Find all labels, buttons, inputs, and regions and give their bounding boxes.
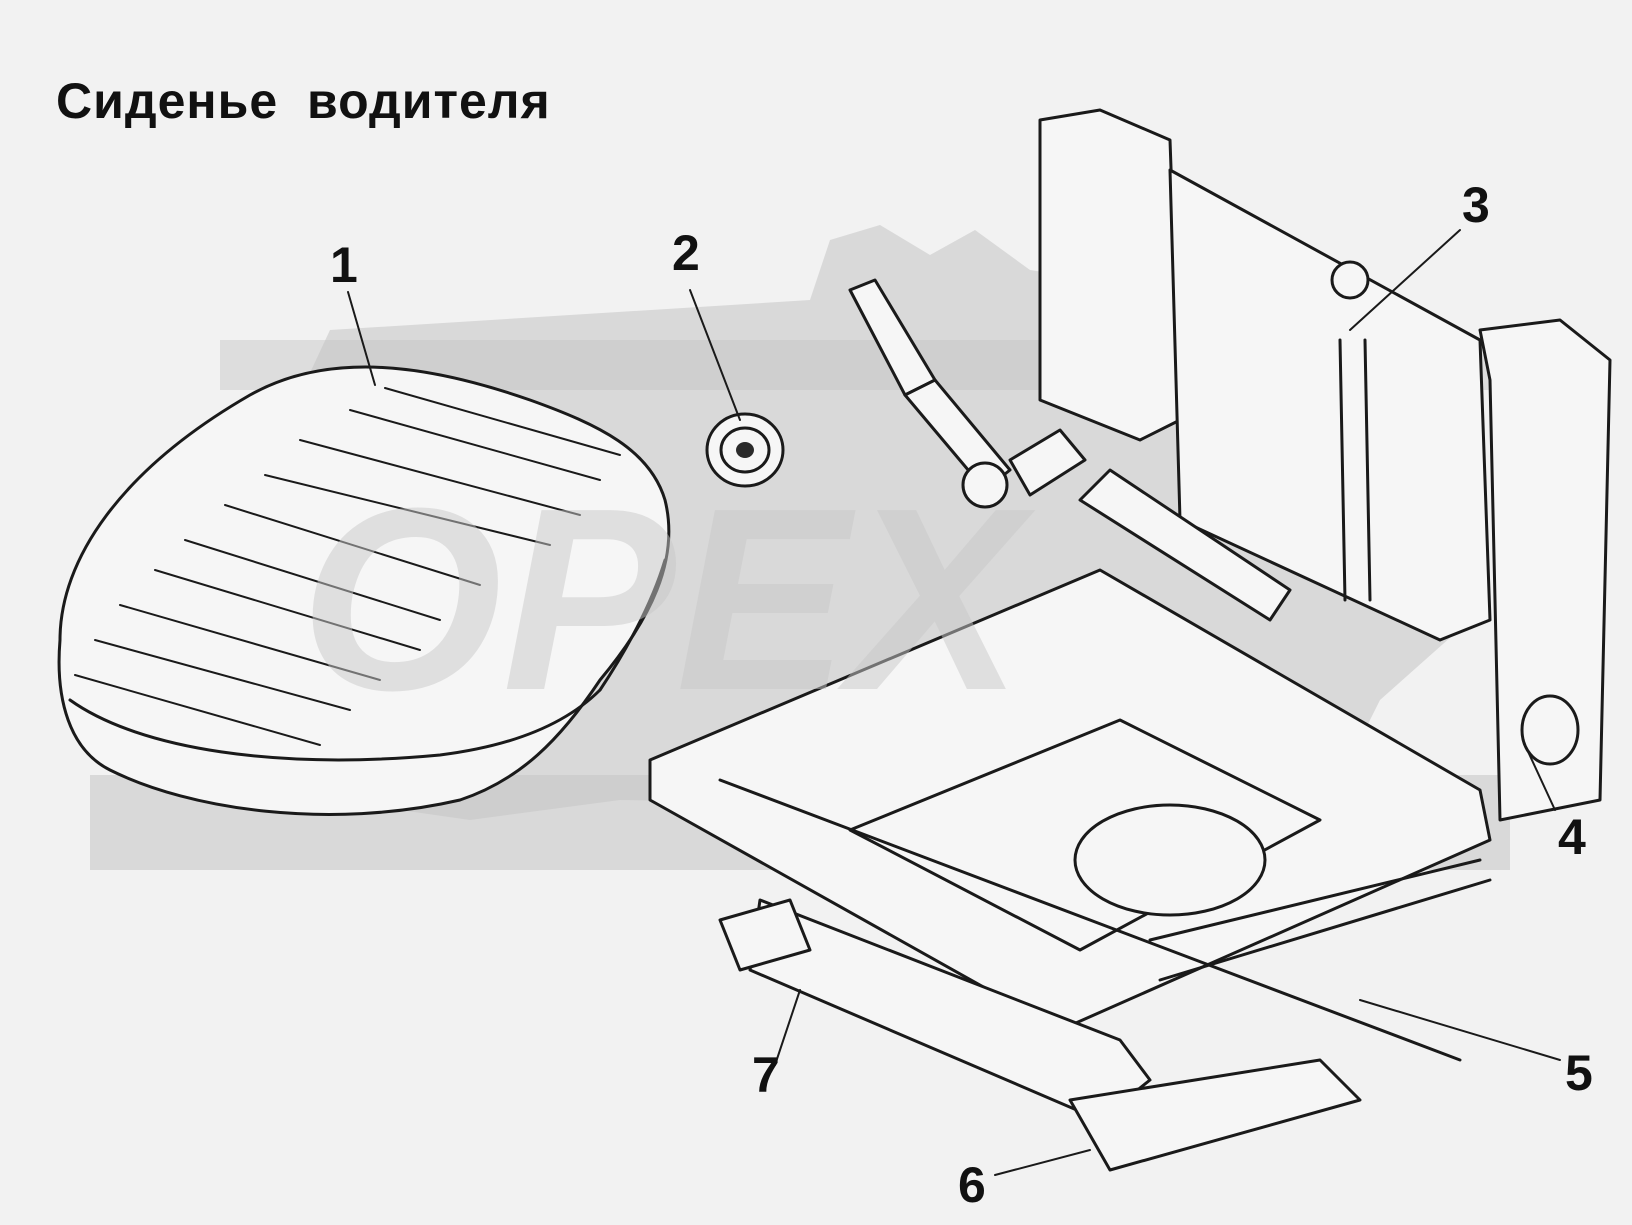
watermark-text: OPEX (300, 455, 1023, 745)
callout-1: 1 (330, 237, 358, 293)
callout-2: 2 (672, 225, 700, 281)
backrest-frame (1038, 108, 1612, 822)
callout-6: 6 (958, 1157, 986, 1213)
page-title: Сиденье водителя (56, 73, 551, 129)
callout-leaders (347, 229, 1561, 1176)
callout-5: 5 (1565, 1045, 1593, 1101)
cushion-ribs (74, 387, 621, 746)
seat-base (648, 468, 1492, 1172)
seat-cushion (57, 365, 671, 816)
callout-3: 3 (1462, 177, 1490, 233)
adjustment-handle (848, 278, 1087, 509)
callout-4: 4 (1558, 809, 1586, 865)
bushing (705, 412, 785, 488)
callout-7: 7 (752, 1047, 780, 1103)
